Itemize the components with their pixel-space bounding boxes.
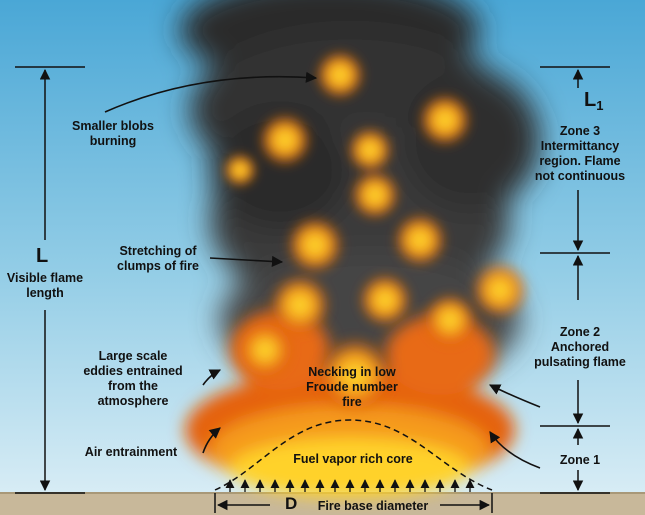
label-smaller-blobs: Smaller blobsburning xyxy=(58,119,168,149)
symbol-d: D xyxy=(285,494,297,514)
symbol-l1: L1 xyxy=(584,89,603,113)
label-zone1: Zone 1 xyxy=(545,453,615,468)
label-stretching: Stretching ofclumps of fire xyxy=(103,244,213,274)
label-large-scale-eddies: Large scaleeddies entrained from theatmo… xyxy=(68,349,198,409)
symbol-l: L xyxy=(36,245,48,268)
label-fuel-core: Fuel vapor rich core xyxy=(278,452,428,467)
label-visible-flame: Visible flamelength xyxy=(0,271,90,301)
label-zone3: Zone 3Intermittancy region. Flamenot con… xyxy=(525,124,635,184)
label-air-entrainment: Air entrainment xyxy=(66,445,196,460)
label-zone2: Zone 2Anchoredpulsating flame xyxy=(525,325,635,370)
label-necking: Necking in lowFroude numberfire xyxy=(292,365,412,410)
label-fire-base: Fire base diameter xyxy=(308,499,438,514)
